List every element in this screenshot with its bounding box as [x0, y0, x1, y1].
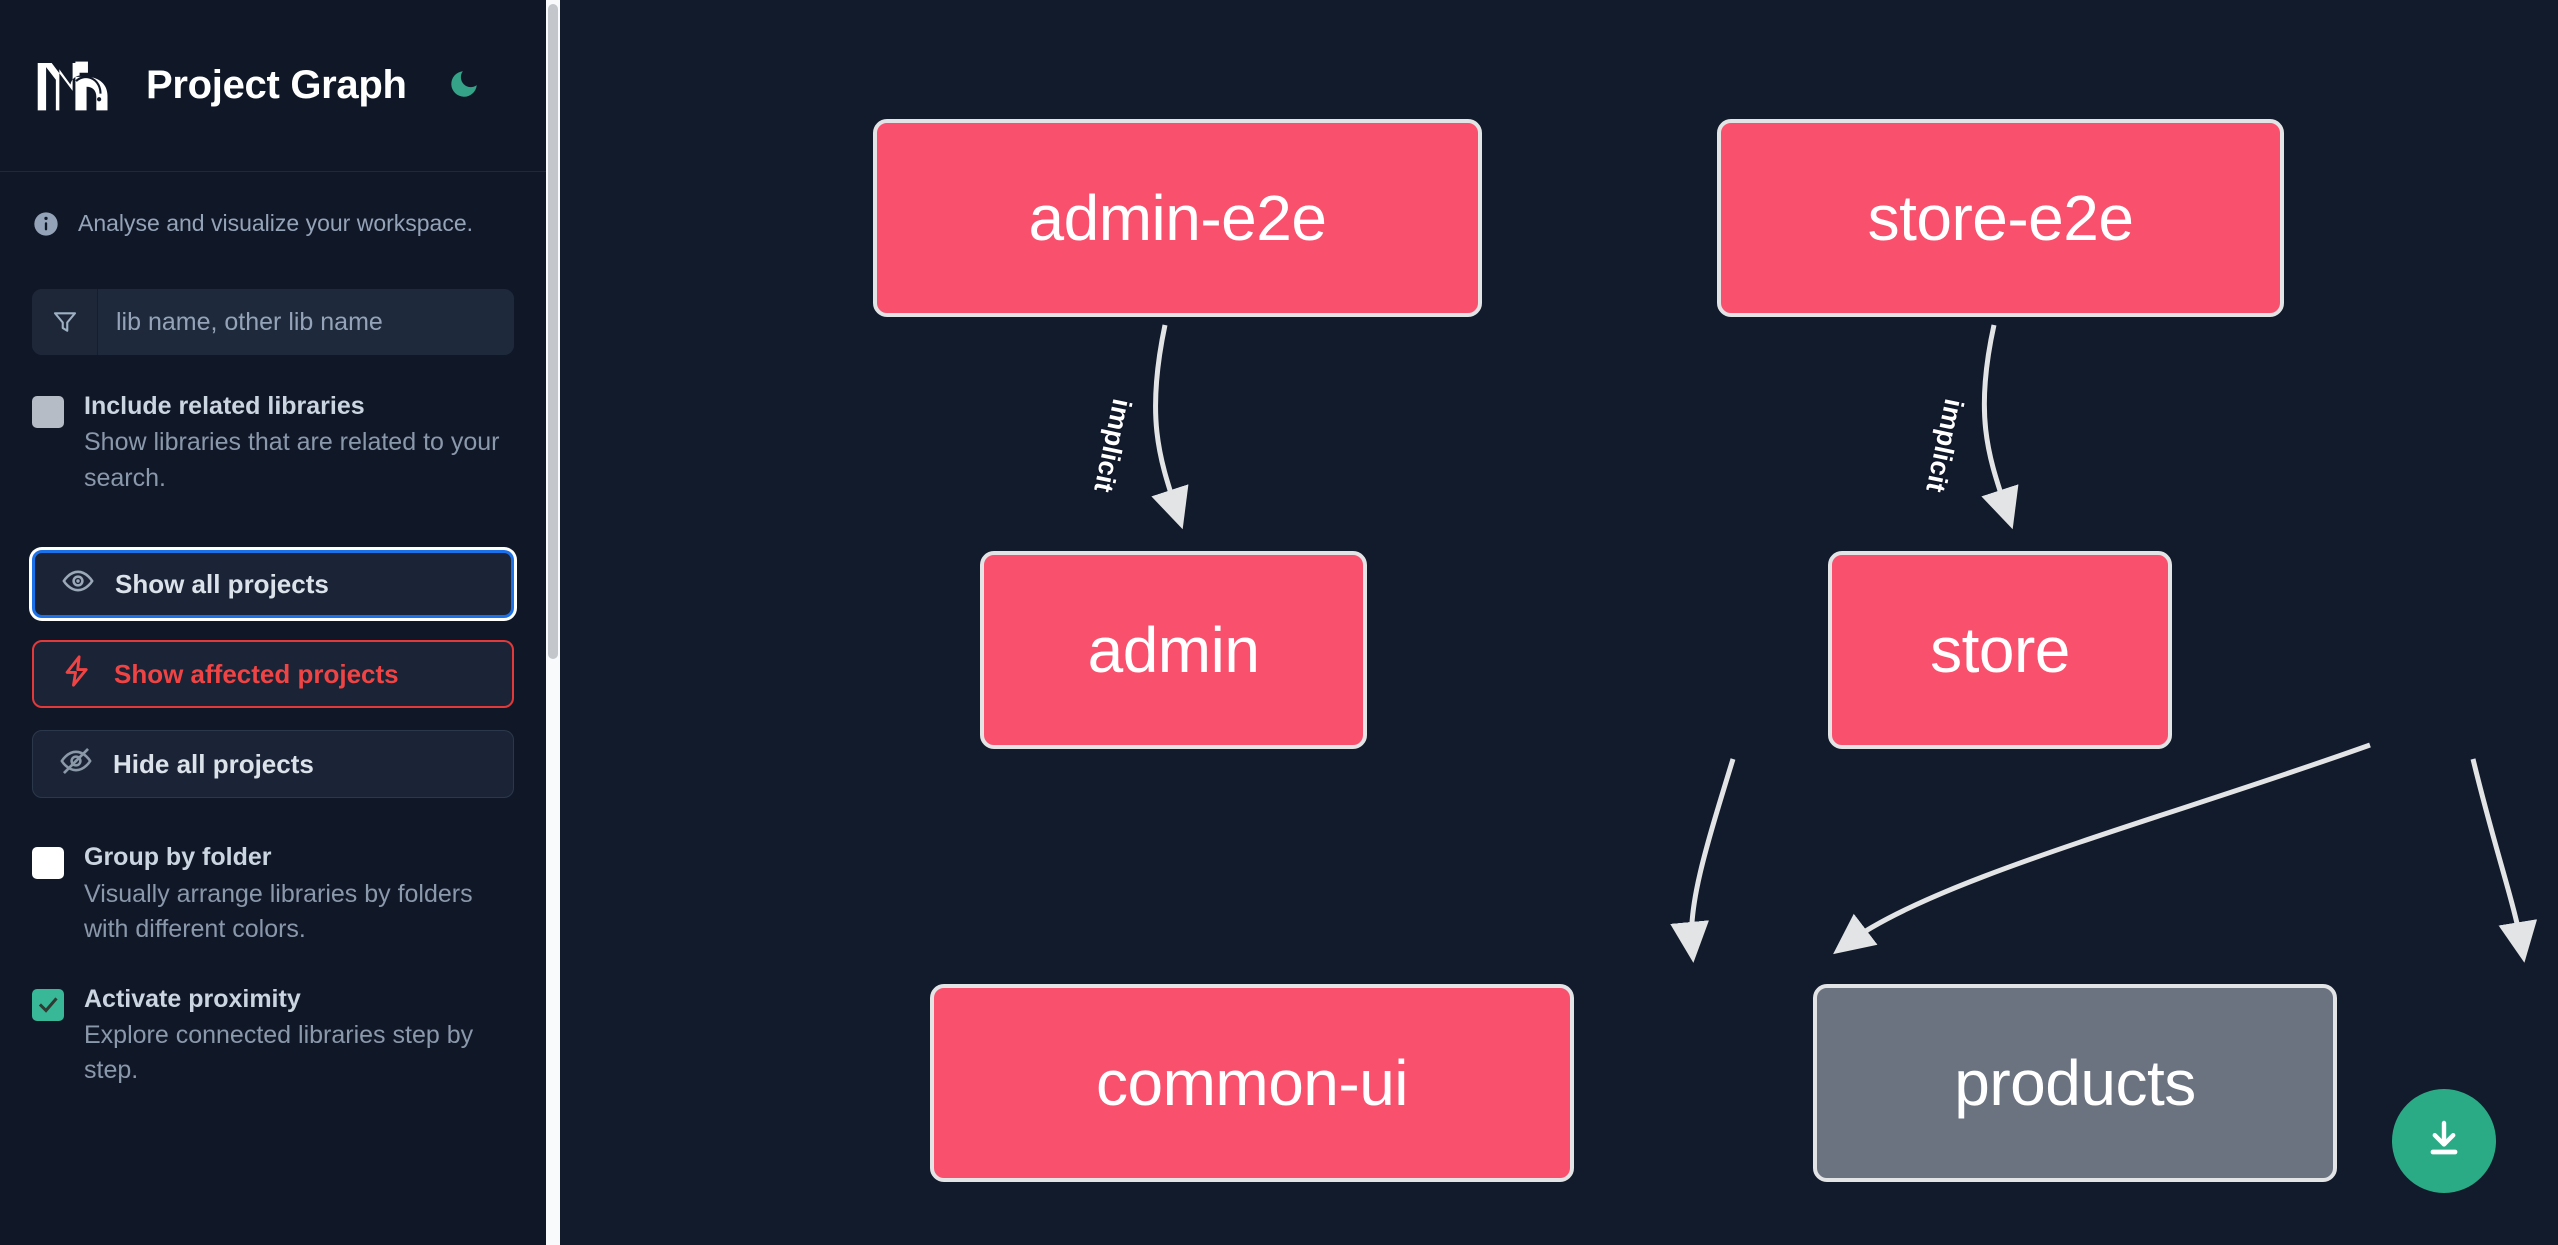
bolt-icon [60, 654, 94, 695]
moon-icon [447, 67, 481, 104]
filter-icon [32, 289, 98, 356]
include-related-libraries-description: Show libraries that are related to your … [84, 428, 500, 492]
sidebar-scrollbar-thumb[interactable] [548, 4, 558, 659]
info-circle-icon [32, 210, 60, 238]
info-text: Analyse and visualize your workspace. [78, 210, 474, 236]
group-by-folder-checkbox[interactable] [32, 847, 64, 880]
theme-toggle-button[interactable] [441, 63, 487, 109]
visibility-button-group: Show all projects Show affected projects [0, 550, 546, 799]
edge-admin-e2e-admin [1151, 324, 1189, 530]
graph-node-common-ui[interactable]: common-ui [930, 984, 1574, 1182]
download-image-button[interactable] [2392, 1089, 2496, 1193]
workspace-info: Analyse and visualize your workspace. [0, 172, 546, 239]
show-all-projects-button[interactable]: Show all projects [32, 550, 514, 619]
graph-node-products[interactable]: products [1813, 984, 2337, 1182]
group-by-folder-label: Group by folder [84, 843, 272, 872]
page-title: Project Graph [146, 63, 407, 107]
graph-node-label: admin [1087, 614, 1260, 686]
graph-node-label: store-e2e [1867, 182, 2134, 254]
group-by-folder-description: Visually arrange libraries by folders wi… [84, 879, 473, 944]
hide-all-projects-label: Hide all projects [113, 748, 314, 779]
show-affected-projects-button[interactable]: Show affected projects [32, 640, 514, 709]
nx-logo-icon [32, 56, 116, 116]
graph-node-store[interactable]: store [1828, 551, 2172, 749]
show-affected-projects-label: Show affected projects [114, 658, 399, 689]
search-input[interactable] [98, 289, 514, 356]
activate-proximity-description: Explore connected libraries step by step… [84, 1020, 474, 1085]
edge-store-products [2470, 758, 2538, 963]
sidebar: Project Graph Ana [0, 0, 560, 1245]
activate-proximity-checkbox[interactable] [32, 988, 64, 1021]
sidebar-scrollbar-track[interactable] [546, 0, 560, 1245]
edge-store-e2e-store [1981, 324, 2019, 530]
show-all-projects-label: Show all projects [115, 568, 329, 599]
search-field[interactable] [32, 289, 514, 356]
graph-edges [1151, 324, 2538, 963]
sidebar-scroll-content: Project Graph Ana [0, 0, 546, 1245]
sidebar-header: Project Graph [0, 0, 546, 172]
activate-proximity-label: Activate proximity [84, 984, 301, 1013]
graph-node-label: products [1954, 1047, 2196, 1119]
include-related-libraries-checkbox[interactable] [32, 396, 64, 429]
download-icon [2420, 1116, 2468, 1167]
graph-node-admin-e2e[interactable]: admin-e2e [873, 119, 1482, 317]
graph-node-admin[interactable]: admin [980, 551, 1367, 749]
graph-node-label: store [1930, 614, 2070, 686]
edge-admin-common-ui [1670, 758, 1736, 963]
eye-off-icon [59, 744, 93, 785]
graph-canvas[interactable]: admin-e2e store-e2e admin store common-u… [560, 0, 2558, 1245]
option-activate-proximity[interactable]: Activate proximity Explore connected lib… [0, 984, 546, 1089]
option-include-related-libraries[interactable]: Include related libraries Show libraries… [0, 391, 546, 496]
edge-store-common-ui [1833, 742, 2371, 955]
include-related-libraries-label: Include related libraries [84, 392, 365, 421]
hide-all-projects-button[interactable]: Hide all projects [32, 730, 514, 799]
graph-node-label: common-ui [1095, 1047, 1409, 1119]
check-icon [38, 996, 58, 1013]
graph-node-label: admin-e2e [1028, 182, 1327, 254]
option-group-by-folder[interactable]: Group by folder Visually arrange librari… [0, 842, 546, 947]
graph-node-store-e2e[interactable]: store-e2e [1717, 119, 2284, 317]
eye-icon [61, 564, 95, 605]
